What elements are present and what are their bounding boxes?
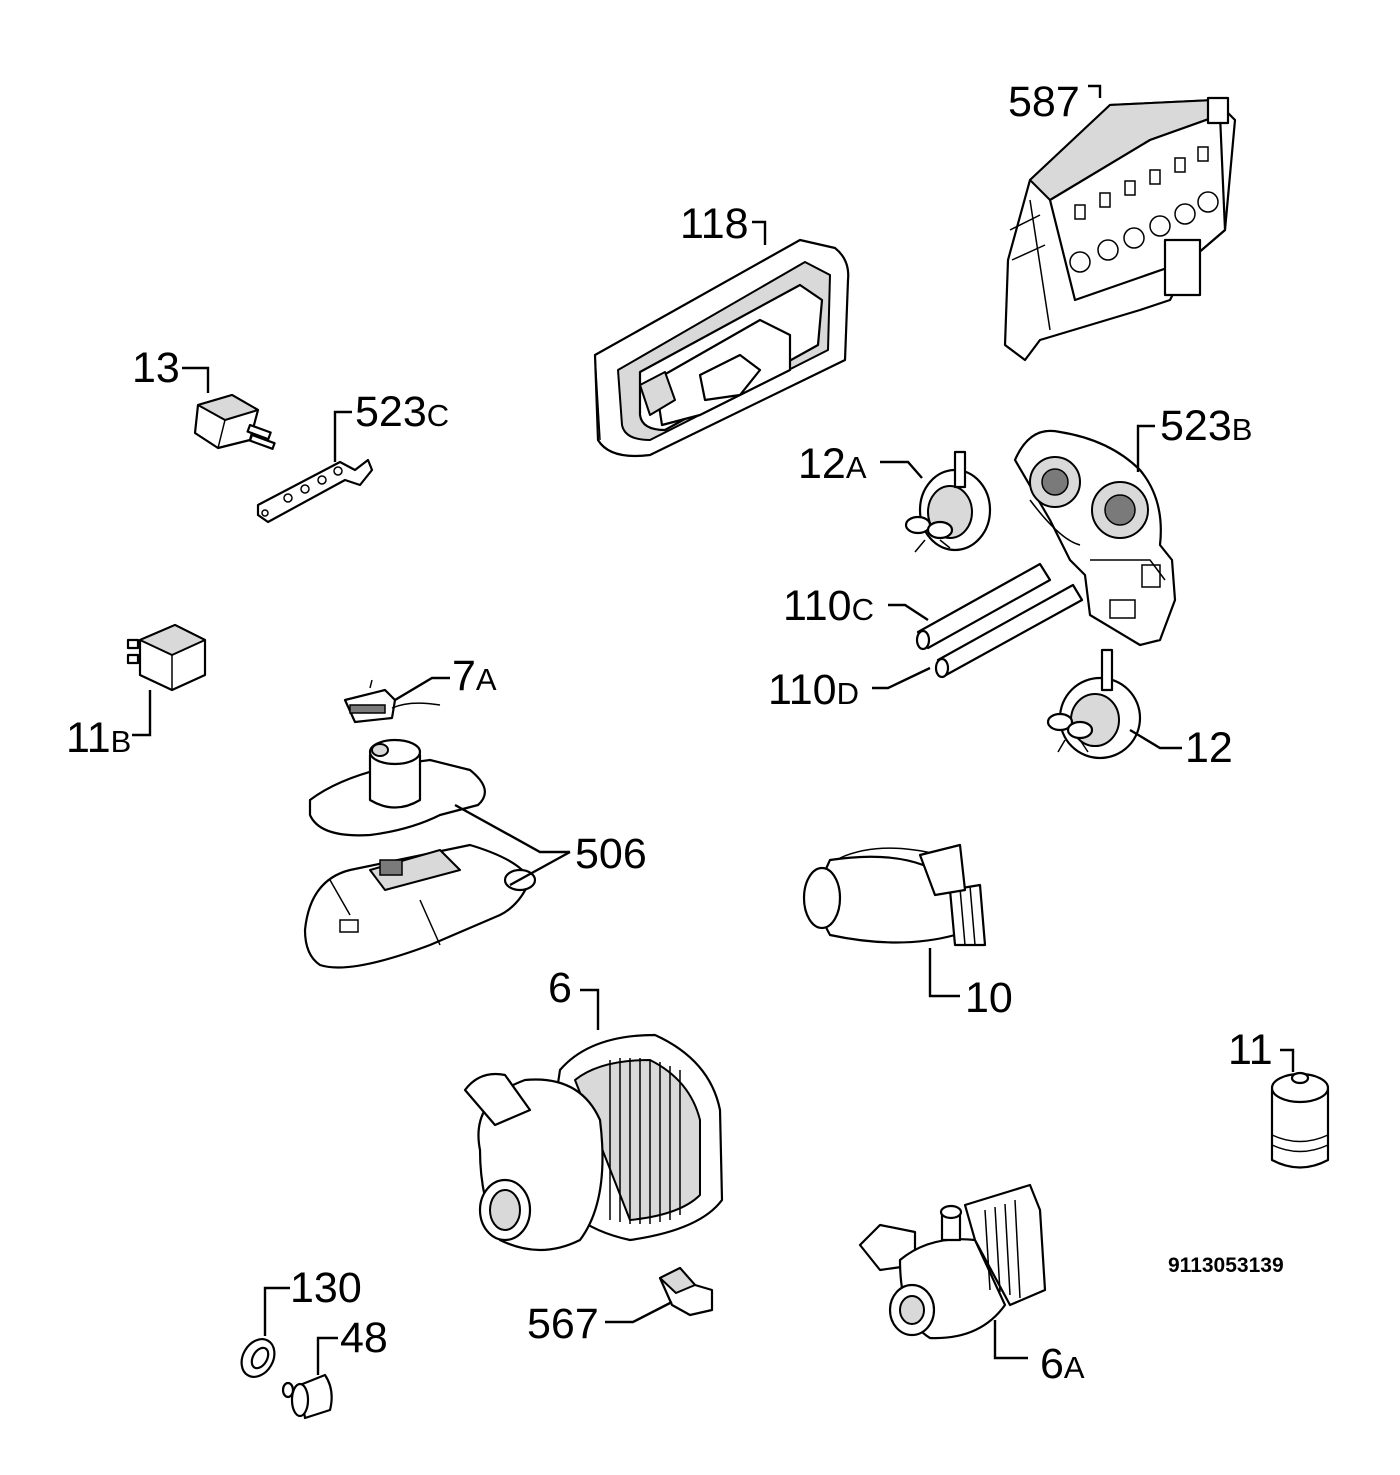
part-110c-hose [915,562,1052,651]
part-6a-drain-pump [858,1183,1047,1340]
label-506: 506 [575,830,647,878]
leader-118 [752,220,767,245]
leader-11b [132,690,152,737]
leader-567 [605,1300,673,1324]
label-7a: 7A [452,652,497,700]
label-11b: 11B [66,714,131,762]
label-118: 118 [680,200,749,248]
leader-7a [394,676,450,702]
leader-6a [993,1320,1028,1360]
leader-110c [888,603,929,622]
part-567-clip [658,1266,714,1317]
part-11-capacitor [1270,1071,1330,1169]
leader-6 [580,988,600,1030]
label-12a: 12A [798,440,867,488]
leader-12a [880,460,923,479]
label-10: 10 [965,974,1013,1022]
leader-523c [333,410,352,462]
label-6: 6 [548,964,572,1012]
part-130-seal-ring [240,1338,276,1378]
part-7a-clip [343,679,441,724]
label-48: 48 [340,1314,388,1362]
label-13: 13 [132,344,180,392]
leader-523b [1136,424,1155,472]
label-6a: 6A [1040,1340,1085,1388]
part-523b-holder [1013,429,1177,647]
leader-110d [872,666,931,690]
part-523c-bracket [256,458,374,524]
leader-506-b [509,850,571,887]
part-11b-relay [126,623,207,692]
leader-10 [928,948,960,998]
label-523b: 523B [1160,402,1252,450]
label-110d: 110D [768,666,859,714]
part-48-plug [281,1373,333,1420]
part-13-switch [193,393,276,450]
label-130: 130 [290,1264,362,1312]
part-110d-hose [934,583,1084,679]
leader-506-a [454,803,570,854]
part-506-sump-base [303,843,537,969]
label-587: 587 [1008,78,1080,126]
leader-13 [182,366,210,393]
diagram-code: 9113053139 [1168,1254,1284,1277]
label-567: 567 [527,1300,599,1348]
part-587-control-module [1003,96,1237,362]
leader-587 [1088,84,1102,98]
part-12-pressure-switch [1046,648,1142,760]
part-6-circulation-pump [463,1033,724,1252]
label-12: 12 [1185,724,1233,772]
part-118-detergent-dispenser [593,238,850,458]
part-10-heater [802,843,987,947]
leader-130 [263,1286,290,1336]
leader-11 [1280,1048,1295,1072]
leader-12 [1129,728,1182,750]
part-12a-pressure-switch [904,450,992,553]
label-11: 11 [1228,1026,1273,1074]
leader-48 [316,1336,338,1375]
part-506-sump-top [308,738,486,837]
label-523c: 523C [355,388,449,436]
label-110c: 110C [783,582,874,630]
